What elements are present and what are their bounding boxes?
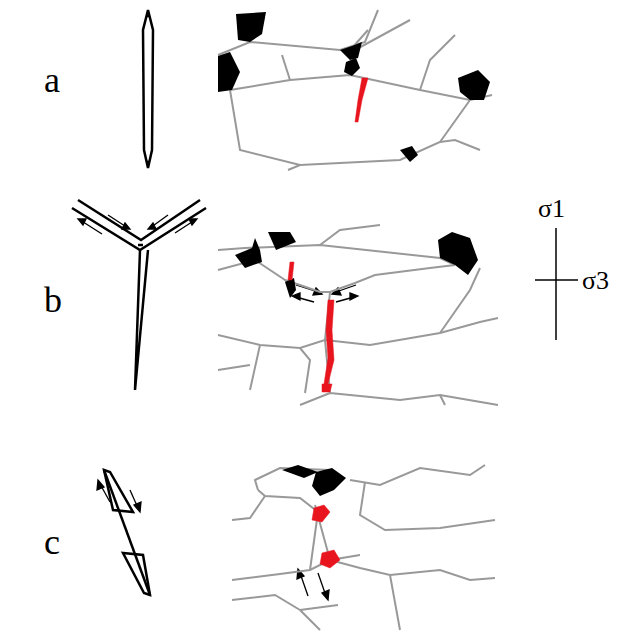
crack-symbols [72,10,206,595]
stress-axes [535,228,578,340]
panel-letter: c [44,524,60,560]
stress-label: σ1 [538,196,565,222]
panel-letter: b [44,282,62,318]
grain-boundaries [218,10,498,630]
panel-letter: a [44,62,60,98]
melt-pockets [218,12,490,496]
slip-arrows [78,215,358,600]
stress-label: σ3 [582,268,609,294]
cracks [288,78,368,568]
